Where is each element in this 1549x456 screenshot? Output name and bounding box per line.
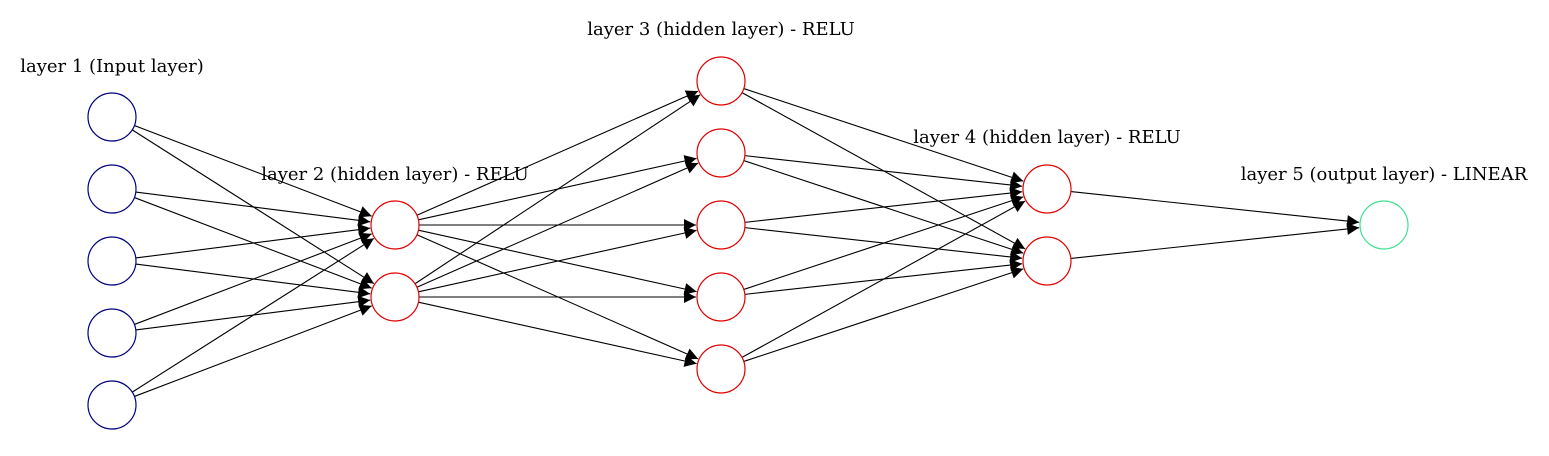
node-layer-5-1	[1359, 200, 1409, 250]
edge-l2n2-l3n3	[418, 227, 697, 293]
node-layer-3-1	[696, 56, 746, 106]
edge-l1n4-l2n1	[134, 232, 372, 325]
node-layer-1-3	[87, 236, 137, 286]
edge-l1n5-l2n2	[134, 304, 372, 397]
layer-2-label: layer 2 (hidden layer) - RELU	[261, 164, 529, 185]
node-layer-3-5	[696, 344, 746, 394]
edge-l2n2-l3n1	[414, 94, 701, 285]
node-layer-3-3	[696, 200, 746, 250]
edge-l1n3-l2n1	[135, 223, 371, 259]
node-layer-4-2	[1022, 236, 1072, 286]
edge-l3n2-l4n1	[744, 155, 1023, 191]
layer-labels: layer 1 (Input layer) layer 2 (hidden la…	[20, 19, 1527, 185]
node-layer-3-2	[696, 128, 746, 178]
edge-l2n2-l3n2	[416, 162, 699, 288]
node-layer-4-1	[1022, 164, 1072, 214]
neuron-nodes	[87, 56, 1409, 430]
edge-l1n2-l2n1	[135, 191, 371, 227]
edge-l2n2-l3n5	[418, 301, 697, 367]
edge-l3n3-l4n1	[744, 187, 1023, 223]
node-layer-1-4	[87, 308, 137, 358]
edge-l4n1-l5n1	[1070, 191, 1360, 228]
edge-l4n2-l5n1	[1070, 222, 1360, 259]
edge-l3n1-l4n1	[743, 88, 1024, 184]
edge-l1n1-l2n1	[134, 125, 372, 218]
node-layer-1-5	[87, 380, 137, 430]
layer-4-label: layer 4 (hidden layer) - RELU	[913, 127, 1181, 148]
layer-3-label: layer 3 (hidden layer) - RELU	[587, 19, 855, 40]
edge-l3n5-l4n2	[743, 266, 1024, 362]
edge-l1n5-l2n1	[131, 237, 375, 393]
connection-edges	[131, 88, 1360, 397]
layer-5-label: layer 5 (output layer) - LINEAR	[1241, 164, 1528, 185]
edge-l3n5-l4n1	[741, 200, 1026, 358]
node-layer-3-4	[696, 272, 746, 322]
node-layer-1-2	[87, 164, 137, 214]
node-layer-2-2	[370, 272, 420, 322]
node-layer-2-1	[370, 200, 420, 250]
layer-1-label: layer 1 (Input layer)	[20, 56, 204, 77]
node-layer-1-1	[87, 92, 137, 142]
edge-l3n4-l4n1	[743, 194, 1024, 290]
edge-l2n1-l3n1	[416, 90, 699, 216]
